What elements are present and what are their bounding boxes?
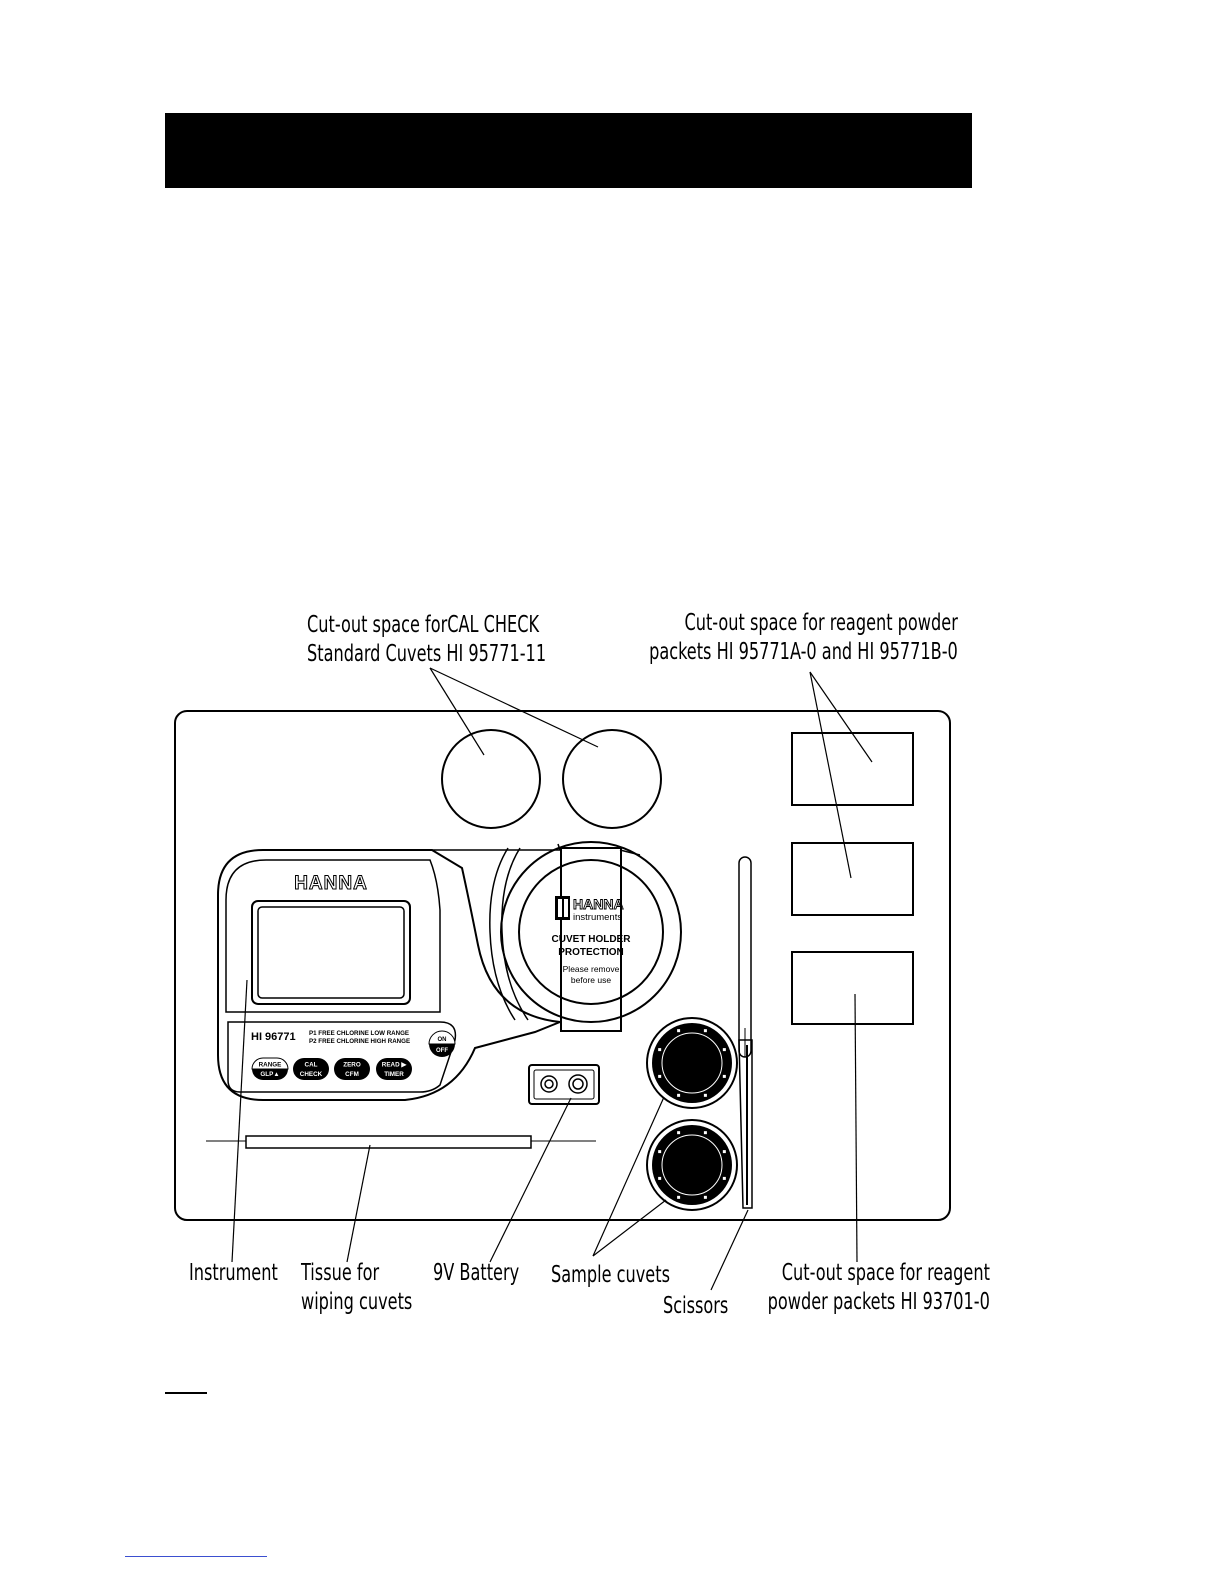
cuvet-ridge-mark (677, 1131, 681, 1135)
cuvet-ridge-mark (722, 1176, 726, 1180)
cuvet-ridge-mark (703, 1029, 707, 1033)
callout-reagent-packets-top: Cut-out space for reagent powder packets… (649, 610, 958, 665)
instrument: HANNA HI 96771 P1 FREE CHLORINE LOW RANG… (217, 849, 561, 1101)
svg-text:OFF: OFF (436, 1048, 448, 1054)
instrument-buttons: RANGE GLP▲ CAL CHECK ZERO CFM READ ▶ TIMER (251, 1057, 412, 1080)
cuvet-ridge-mark (677, 1195, 681, 1199)
cuvet-ridge-mark (703, 1195, 707, 1199)
cuvet-ridge-mark (703, 1093, 707, 1097)
sample-cuvet-1 (646, 1017, 738, 1109)
leader-lines (231, 667, 873, 1291)
instrument-button-label: TIMER (384, 1071, 404, 1078)
cuvet-holder: HANNA instruments CUVET HOLDER PROTECTIO… (432, 841, 682, 1032)
header-bar (165, 113, 972, 188)
cap-tape (560, 847, 622, 1032)
cuvet-ridge-mark (658, 1074, 662, 1078)
instrument-button-read (376, 1058, 412, 1080)
battery-9v (528, 1064, 600, 1105)
cuvet-ridge-mark (658, 1150, 662, 1154)
cuvet-ridge-mark (658, 1176, 662, 1180)
instrument-button-label: RANGE (259, 1062, 282, 1069)
instrument-button-zero (334, 1058, 370, 1080)
instrument-button-label: CFM (345, 1071, 359, 1078)
instrument-button-label: READ ▶ (382, 1062, 407, 1069)
svg-text:Please remove: Please remove (563, 964, 620, 974)
footnote-rule (165, 1392, 207, 1394)
callout-scissors: Scissors (663, 1293, 729, 1319)
svg-text:instruments: instruments (573, 912, 622, 923)
cuvet-holder-cap (518, 859, 664, 1005)
instrument-button-label: CHECK (300, 1071, 323, 1078)
cap-label-title: CUVET HOLDER (552, 934, 632, 945)
instrument-brand: HANNA (294, 873, 368, 894)
svg-text:ON: ON (438, 1037, 447, 1043)
cuvet-ridge-mark (722, 1150, 726, 1154)
svg-text:before use: before use (571, 975, 611, 985)
cuvet-ridge-mark (722, 1074, 726, 1078)
cal-check-cutout-1 (441, 729, 541, 829)
carrying-case (174, 710, 951, 1221)
cuvet-ridge-mark (677, 1029, 681, 1033)
scissors (738, 856, 753, 1209)
instrument-display (251, 900, 411, 1005)
callout-tissue: Tissue for wiping cuvets (301, 1260, 413, 1315)
cuvet-ridge-mark (722, 1048, 726, 1052)
cuvet-ridge-mark (703, 1131, 707, 1135)
sample-cuvet-2 (646, 1119, 738, 1211)
svg-text:PROTECTION: PROTECTION (558, 947, 624, 958)
callout-cal-check-cuvets: Cut-out space forCAL CHECK Standard Cuve… (307, 612, 547, 667)
instrument-button-label: GLP▲ (260, 1071, 279, 1078)
callout-reagent-packets-bottom: Cut-out space for reagent powder packets… (767, 1260, 990, 1315)
instrument-button-label: ZERO (343, 1062, 361, 1069)
cuvet-ridge-mark (677, 1093, 681, 1097)
instrument-button-label: CAL (305, 1062, 318, 1069)
cap-brand: HANNA (573, 896, 624, 912)
instrument-model: HI 96771 (251, 1031, 296, 1043)
bottom-link-rule (125, 1556, 267, 1557)
program-1-label: P1 FREE CHLORINE LOW RANGE (309, 1030, 409, 1037)
reagent-cutout-a (791, 732, 914, 806)
program-2-label: P2 FREE CHLORINE HIGH RANGE (309, 1038, 410, 1045)
tissue (206, 1135, 596, 1149)
instrument-button-cal (293, 1058, 329, 1080)
cuvet-ridge-mark (658, 1048, 662, 1052)
callout-9v-battery: 9V Battery (433, 1260, 520, 1286)
cal-check-cutout-2 (562, 729, 662, 829)
reagent-cutout-c (791, 951, 914, 1025)
callout-sample-cuvets: Sample cuvets (551, 1262, 670, 1288)
reagent-cutout-b (791, 842, 914, 916)
callout-instrument: Instrument (189, 1260, 278, 1286)
